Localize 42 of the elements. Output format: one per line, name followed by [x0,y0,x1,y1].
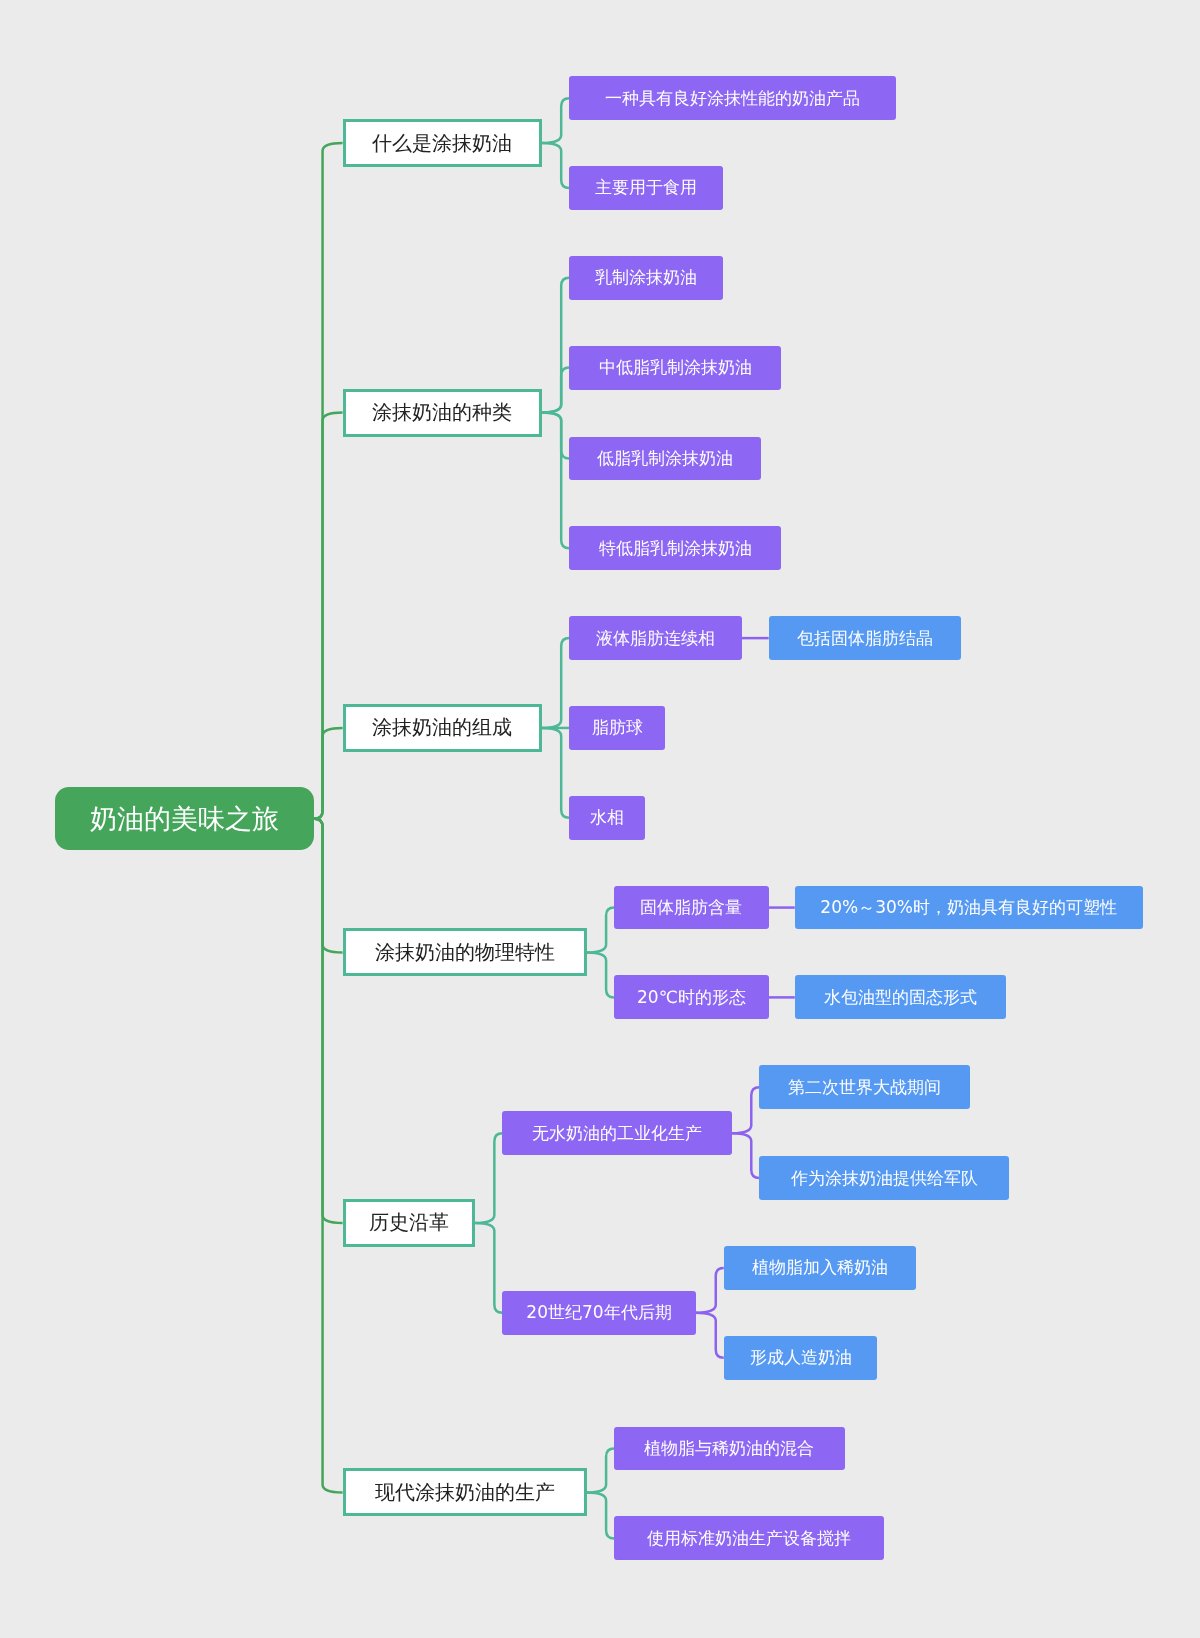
subtopic-label: 液体脂肪连续相 [569,616,742,661]
connector [695,1266,724,1315]
connector [313,817,343,1494]
connector [314,726,343,821]
topic-box: 现代涂抹奶油的生产 [342,1468,587,1517]
subtopic-label: 水相 [569,795,646,840]
subtopic-label: 特低脂乳制涂抹奶油 [569,526,782,571]
topic-box: 什么是涂抹奶油 [342,119,542,168]
connector [741,636,769,640]
connector [542,726,570,819]
detail-label: 形成人造奶油 [723,1335,878,1380]
detail-label: 作为涂抹奶油提供给军队 [759,1156,1009,1200]
detail-label: 第二次世界大战期间 [759,1065,971,1110]
subtopic-label: 20世纪70年代后期 [502,1290,696,1335]
root-topic: 奶油的美味之旅 [55,787,315,851]
detail-label: 水包油型的固态形式 [794,975,1006,1020]
detail-label: 包括固体脂肪结晶 [768,616,961,661]
topic-box: 涂抹奶油的组成 [342,703,542,752]
connector [542,141,570,190]
connector [586,1491,615,1540]
subtopic-label: 乳制涂抹奶油 [569,255,723,300]
subtopic-label: 植物脂与稀奶油的混合 [614,1426,845,1471]
detail-label: 植物脂加入稀奶油 [723,1245,916,1290]
detail-label: 20%～30%时，奶油具有良好的可塑性 [794,885,1143,930]
subtopic-label: 无水奶油的工业化生产 [502,1111,733,1156]
connector [768,996,795,999]
subtopic-label: 低脂乳制涂抹奶油 [569,436,762,481]
subtopic-label: 主要用于食用 [569,166,723,210]
topic-box: 涂抹奶油的种类 [342,388,542,437]
subtopic-label: 中低脂乳制涂抹奶油 [569,345,782,390]
subtopic-label: 20℃时的形态 [614,975,769,1020]
connector [732,1131,760,1180]
subtopic-label: 一种具有良好涂抹性能的奶油产品 [569,76,897,121]
connector [586,951,615,999]
subtopic-label: 使用标准奶油生产设备搅拌 [614,1516,884,1561]
connector [695,1311,724,1359]
topic-box: 历史沿革 [342,1198,476,1247]
subtopic-label: 脂肪球 [569,706,666,750]
connector [768,906,795,909]
connector [475,1221,503,1315]
subtopic-label: 固体脂肪含量 [614,885,769,930]
topic-box: 涂抹奶油的物理特性 [342,928,587,977]
